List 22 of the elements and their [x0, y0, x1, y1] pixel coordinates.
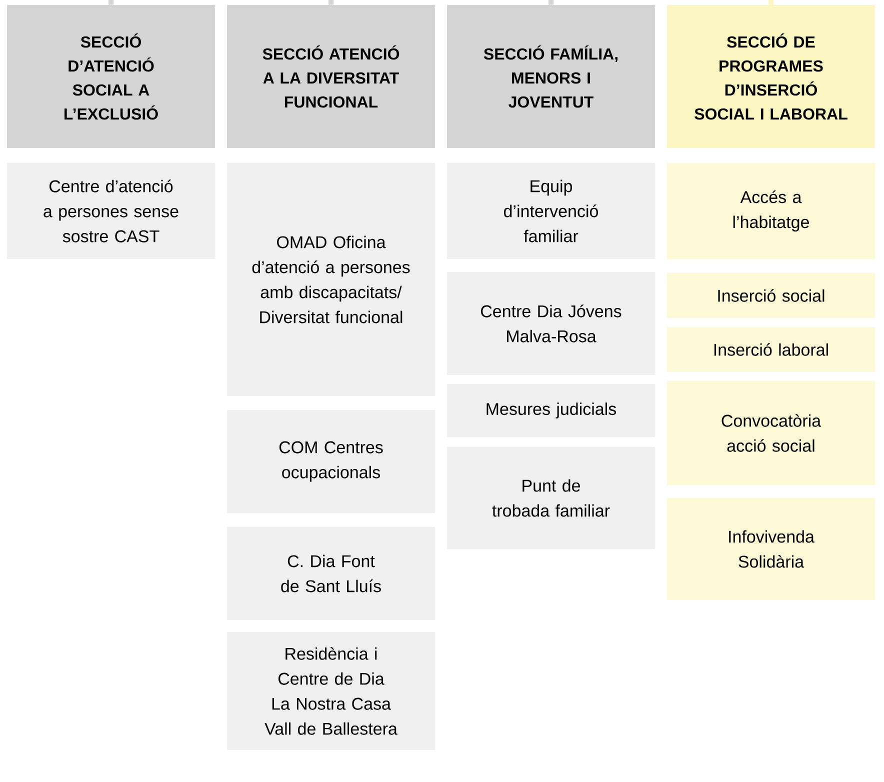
- service-box: C. Dia Font de Sant Lluís: [227, 527, 435, 620]
- service-box: Equip d’intervenció familiar: [447, 163, 655, 259]
- service-box: Infovivenda Solidària: [667, 498, 875, 600]
- section-header-box: SECCIÓ D’ATENCIÓ SOCIAL A L’EXCLUSIÓ: [7, 5, 215, 148]
- service-box: Mesures judicials: [447, 384, 655, 437]
- section-header-box: SECCIÓ FAMÍLIA, MENORS I JOVENTUT: [447, 5, 655, 148]
- section-header-box: SECCIÓ DE PROGRAMES D’INSERCIÓ SOCIAL I LABORAL: [667, 5, 875, 148]
- service-box: Centre d’atenció a persones sense sostre CAST: [7, 163, 215, 259]
- connector-line: [108, 0, 114, 5]
- service-box: Centre Dia Jóvens Malva-Rosa: [447, 272, 655, 375]
- connector-line: [548, 0, 554, 5]
- service-box: OMAD Oficina d’atenció a persones amb discapacitats/ Diversitat funcional: [227, 163, 435, 396]
- service-box: Residència i Centre de Dia La Nostra Casa Vall de Ballestera: [227, 632, 435, 750]
- service-box: Punt de trobada familiar: [447, 447, 655, 549]
- connector-line: [328, 0, 334, 5]
- service-box: Inserció laboral: [667, 327, 875, 372]
- service-box: Convocatòria acció social: [667, 381, 875, 485]
- service-box: Inserció social: [667, 273, 875, 318]
- connector-line: [768, 0, 774, 5]
- service-box: Accés a l’habitatge: [667, 163, 875, 259]
- service-box: COM Centres ocupacionals: [227, 410, 435, 513]
- section-header-box: SECCIÓ ATENCIÓ A LA DIVERSITAT FUNCIONAL: [227, 5, 435, 148]
